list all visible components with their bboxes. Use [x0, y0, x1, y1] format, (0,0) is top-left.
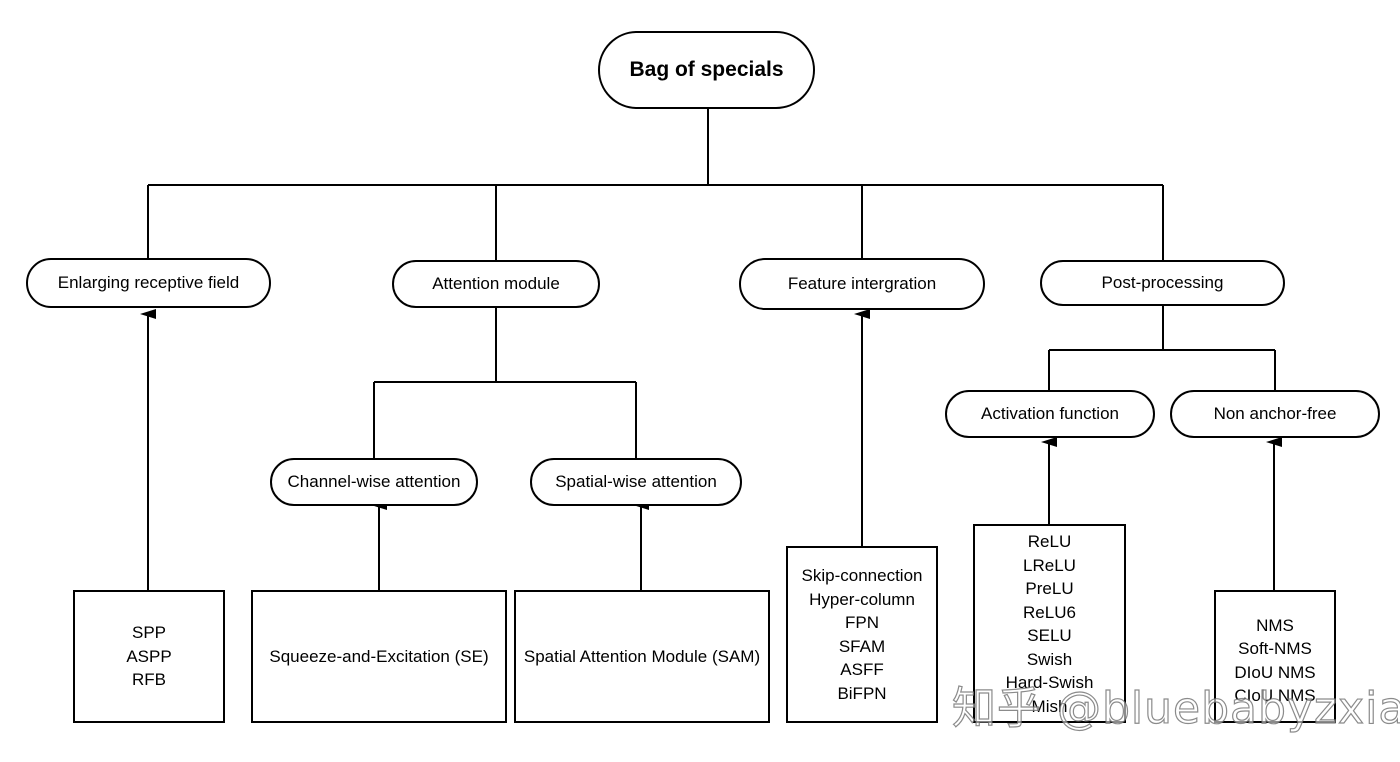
methods-box-channel-wise: Squeeze-and-Excitation (SE) [251, 590, 507, 723]
method-item: SFAM [838, 636, 886, 656]
method-item: ASFF [840, 660, 884, 679]
method-item: Hyper-column [809, 589, 915, 609]
method-item: PreLU [1025, 579, 1074, 598]
method-item: Skip-connection [801, 566, 923, 585]
method-item: ASPP [126, 646, 172, 666]
subcategory-activation-function: Activation function [945, 390, 1155, 438]
method-item: FPN [845, 613, 879, 632]
method-item: RFB [132, 670, 166, 690]
methods-box-non-anchor-free: NMS Soft-NMS DIoU NMS CIoU NMS [1214, 590, 1336, 723]
methods-box-spatial-wise: Spatial Attention Module (SAM) [514, 590, 770, 723]
method-item: NMS [1256, 615, 1294, 635]
method-item: Spatial Attention Module (SAM) [523, 646, 761, 666]
method-item: Hard-Swish [1005, 673, 1094, 692]
method-item: CIoU NMS [1234, 686, 1316, 705]
method-item: LReLU [1023, 555, 1076, 575]
method-item: ReLU [1027, 532, 1072, 551]
methods-box-feature-integration: Skip-connection Hyper-column FPN SFAM AS… [786, 546, 938, 723]
category-enlarging-receptive-field: Enlarging receptive field [26, 258, 271, 308]
subcategory-non-anchor-free: Non anchor-free [1170, 390, 1380, 438]
method-item: BiFPN [837, 683, 887, 703]
subcategory-channel-wise-attention: Channel-wise attention [270, 458, 478, 506]
method-item: Mish [1031, 696, 1068, 716]
category-feature-integration: Feature intergration [739, 258, 985, 310]
methods-box-activation: ReLU LReLU PreLU ReLU6 SELU Swish Hard-S… [973, 524, 1126, 723]
method-item: Squeeze-and-Excitation (SE) [269, 646, 489, 666]
method-item: Swish [1026, 649, 1073, 669]
subcategory-spatial-wise-attention: Spatial-wise attention [530, 458, 742, 506]
method-item: SPP [131, 623, 167, 643]
method-item: SELU [1027, 626, 1072, 645]
method-item: DIoU NMS [1234, 662, 1316, 682]
method-item: Soft-NMS [1238, 639, 1312, 658]
methods-box-enlarging: SPP ASPP RFB [73, 590, 225, 723]
root-node: Bag of specials [598, 31, 815, 109]
category-attention-module: Attention module [392, 260, 600, 308]
category-post-processing: Post-processing [1040, 260, 1285, 306]
method-item: ReLU6 [1023, 602, 1076, 622]
